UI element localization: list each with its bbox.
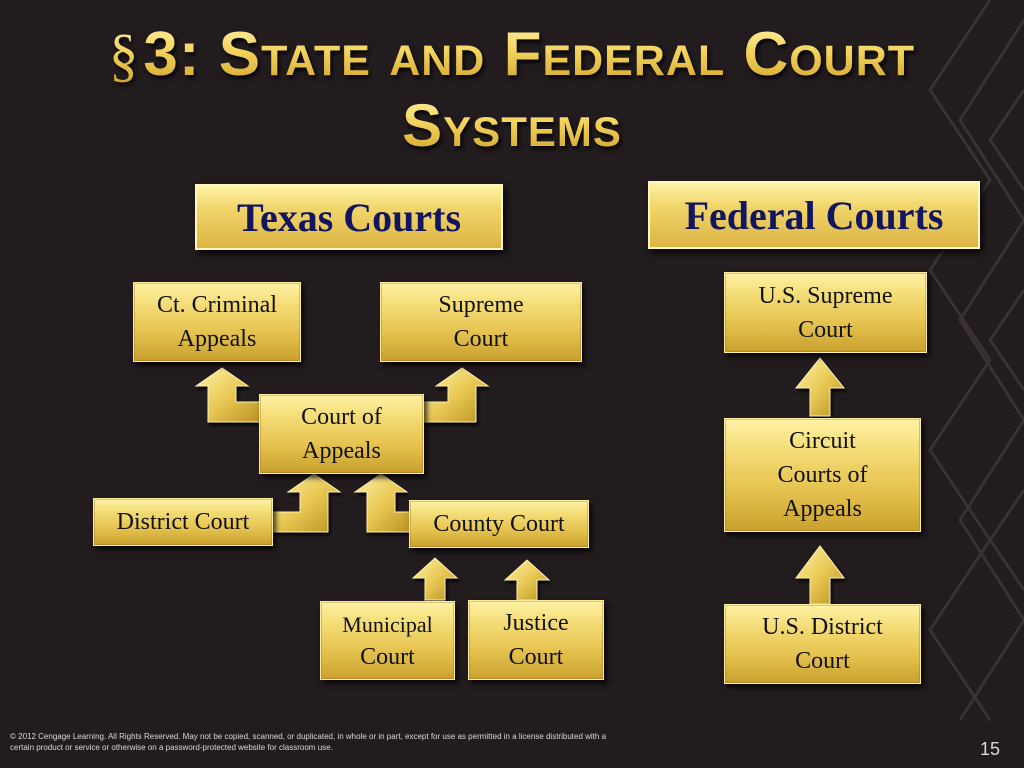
box-line: Court [795,648,850,674]
arrow-municipal-to-county [411,557,459,601]
title-text: 3: State and Federal Court [143,20,916,89]
box-line: Municipal [342,611,433,637]
hierarchy-arrows [194,357,846,605]
box-line: Supreme [438,292,524,318]
box-line: Court [453,326,509,352]
box-line: Appeals [177,326,257,352]
box-line: Courts of [777,462,868,488]
box-line: Appeals [783,496,862,522]
slide-title-line-2: Systems [0,90,1024,162]
arrow-county-to-court-of-appeals [353,473,413,533]
box-line: Court [508,644,564,670]
arrow-court-of-appeals-to-supreme-court [423,367,490,423]
arrow-circuit-to-us-supreme [794,357,846,417]
box-line: Appeals [302,438,381,464]
page-number: 15 [979,739,1000,759]
box-line: Ct. Criminal [157,292,277,318]
box-line: Court [360,643,415,670]
box-line: U.S. Supreme [758,282,893,309]
diamond-pattern [928,0,1024,721]
section-symbol: § [108,23,140,88]
copyright-footer: © 2012 Cengage Learning. All Rights Rese… [10,732,607,752]
texas-courts-header: Texas Courts [195,184,503,250]
box-line: Justice [503,610,569,636]
title-text-2: Systems [402,92,622,159]
texas-county-court-box: County Court [409,500,589,548]
slide-title-line-1: §3: State and Federal Court [0,18,1024,93]
box-line: Circuit [789,428,856,454]
arrow-district-to-circuit [795,545,845,605]
box-line: U.S. District [762,614,883,640]
federal-courts-header: Federal Courts [648,181,980,249]
box-line: Court [798,316,853,343]
box-line: Court of [301,404,382,430]
arrow-district-to-court-of-appeals [269,473,342,533]
arrow-justice-to-county [503,559,551,601]
arrow-court-of-appeals-to-criminal-appeals [194,367,263,423]
texas-district-court-box: District Court [93,498,273,546]
texas-court-of-appeals-box: Court of Appeals [259,394,424,474]
